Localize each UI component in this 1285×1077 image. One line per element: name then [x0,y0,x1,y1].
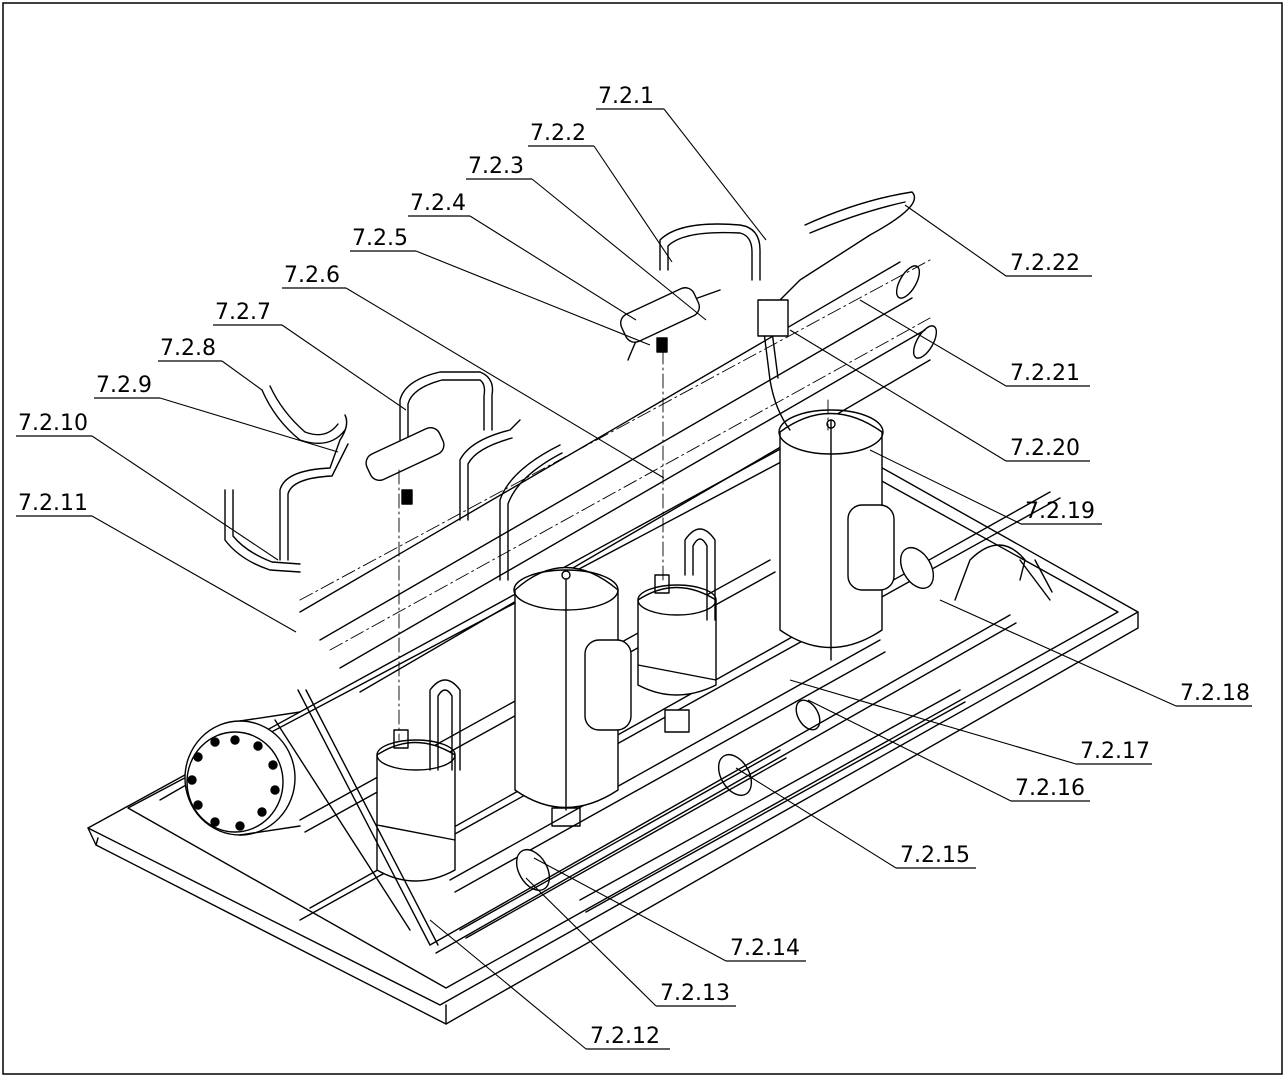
callout-leader [789,679,1077,765]
receiver-2 [637,574,717,696]
receiver-1 [376,729,456,882]
u-pipes [429,528,1026,771]
callout-7-2-19: 7.2.19 [869,449,1102,525]
callout-7-2-20: 7.2.20 [789,329,1090,462]
callout-7-2-22: 7.2.22 [904,204,1092,277]
callout-7-2-21: 7.2.21 [859,299,1090,387]
callout-leader [869,449,1022,525]
callout-leader [939,599,1177,707]
callout-leader [91,515,297,633]
callout-7-2-4: 7.2.4 [408,191,637,321]
callout-7-2-12: 7.2.12 [429,919,670,1050]
callout-7-2-8: 7.2.8 [158,336,263,391]
callout-7-2-9: 7.2.9 [94,373,339,453]
callout-leader [735,767,897,869]
callout-7-2-18: 7.2.18 [939,599,1252,707]
callout-label: 7.2.19 [1025,499,1095,524]
centerlines [299,259,931,741]
callout-label: 7.2.1 [598,84,654,109]
callout-leader [525,877,657,1007]
callout-7-2-15: 7.2.15 [735,767,976,869]
compressor-2 [778,409,895,661]
callout-label: 7.2.10 [18,411,88,436]
callout-leader [859,299,1007,387]
callout-label: 7.2.13 [660,981,730,1006]
callout-leader [789,329,1007,462]
callout-label: 7.2.7 [215,300,271,325]
callout-7-2-1: 7.2.1 [596,84,767,241]
callout-leader [593,145,673,263]
callout-leader [533,857,727,962]
callout-7-2-2: 7.2.2 [528,121,673,263]
callout-7-2-16: 7.2.16 [807,699,1090,802]
callout-leader [159,397,339,453]
callout-label: 7.2.15 [900,843,970,868]
machine-illustration [87,191,1139,1025]
callout-label: 7.2.3 [468,154,524,179]
callout-leader [531,178,707,321]
callout-7-2-6: 7.2.6 [282,263,665,479]
callout-label: 7.2.16 [1015,776,1085,801]
callout-label: 7.2.22 [1010,251,1080,276]
callout-7-2-17: 7.2.17 [789,679,1152,765]
callout-label: 7.2.14 [730,936,800,961]
callout-7-2-10: 7.2.10 [16,411,279,561]
callout-label: 7.2.4 [410,191,466,216]
callout-leader [345,287,665,479]
callout-leader [807,699,1012,802]
callout-7-2-3: 7.2.3 [466,154,707,321]
callout-label: 7.2.20 [1010,436,1080,461]
callout-7-2-5: 7.2.5 [350,226,651,346]
callout-label: 7.2.8 [160,336,216,361]
callout-label: 7.2.2 [530,121,586,146]
callout-leader [91,435,279,561]
callout-label: 7.2.17 [1080,739,1150,764]
callout-label: 7.2.21 [1010,361,1080,386]
callout-7-2-7: 7.2.7 [213,300,407,411]
callout-7-2-13: 7.2.13 [525,877,736,1007]
callout-label: 7.2.5 [352,226,408,251]
liquid-lines [274,614,1017,954]
callout-leader [904,204,1007,277]
callouts: 7.2.1 7.2.27.2.37.2.47.2.5 7.2.6 7.2.7 7.2.8… [16,84,1252,1050]
callout-leader [469,215,637,321]
callout-7-2-14: 7.2.14 [533,857,806,962]
flange-bolts [187,735,280,831]
callout-7-2-11: 7.2.11 [16,491,297,633]
callout-leader [415,250,651,346]
callout-label: 7.2.9 [96,373,152,398]
compressor-1 [513,566,632,827]
callout-leader [221,360,263,391]
callout-label: 7.2.6 [284,263,340,288]
callout-label: 7.2.12 [590,1024,660,1049]
callout-label: 7.2.18 [1180,681,1250,706]
heat-exchanger [184,711,301,836]
valves [365,287,789,733]
callout-leader [281,324,407,411]
callout-label: 7.2.11 [18,491,88,516]
callout-leader [663,108,767,241]
callout-leader [429,919,587,1050]
